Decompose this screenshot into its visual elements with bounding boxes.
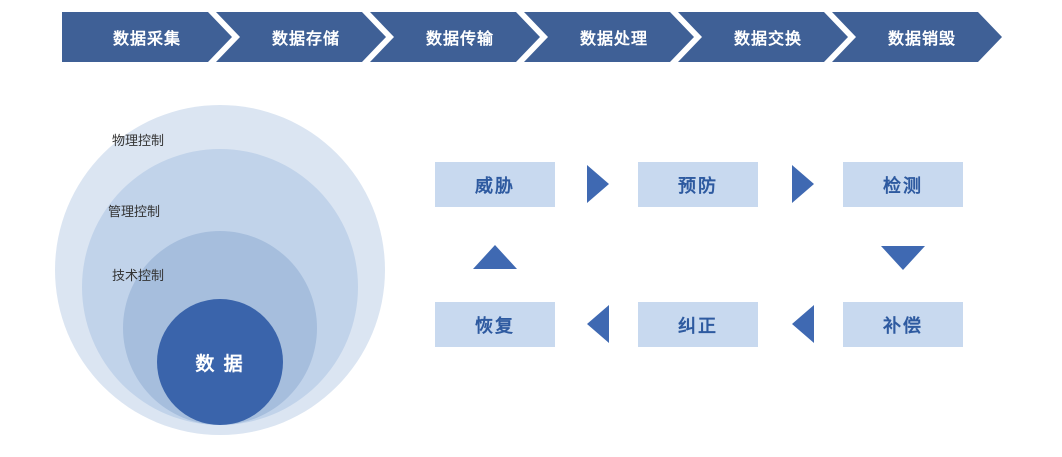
ring-core-data: 数 据 xyxy=(157,299,283,425)
lifecycle-step-exchange: 数据交换 xyxy=(678,12,848,62)
lifecycle-step-collection: 数据采集 xyxy=(62,12,232,62)
cycle-box-correction: 纠正 xyxy=(638,302,758,347)
arrow-left-icon xyxy=(792,305,814,343)
ring-label-management: 管理控制 xyxy=(108,204,161,219)
lifecycle-chevron-row: 数据采集 数据存储 数据传输 数据处理 数据交换 数据销毁 xyxy=(62,12,1002,62)
cycle-box-compensation: 补偿 xyxy=(843,302,963,347)
ring-label-physical: 物理控制 xyxy=(112,133,165,148)
lifecycle-step-destruction: 数据销毁 xyxy=(832,12,1002,62)
cycle-box-threat: 威胁 xyxy=(435,162,555,207)
cycle-box-recovery: 恢复 xyxy=(435,302,555,347)
ring-label-technical: 技术控制 xyxy=(112,268,165,283)
cycle-box-detection: 检测 xyxy=(843,162,963,207)
lifecycle-step-storage: 数据存储 xyxy=(216,12,386,62)
arrow-up-icon xyxy=(473,245,517,269)
lifecycle-step-processing: 数据处理 xyxy=(524,12,694,62)
lifecycle-step-transmission: 数据传输 xyxy=(370,12,540,62)
arrow-down-icon xyxy=(881,246,925,270)
cycle-box-prevention: 预防 xyxy=(638,162,758,207)
arrow-left-icon xyxy=(587,305,609,343)
arrow-right-icon xyxy=(587,165,609,203)
arrow-right-icon xyxy=(792,165,814,203)
